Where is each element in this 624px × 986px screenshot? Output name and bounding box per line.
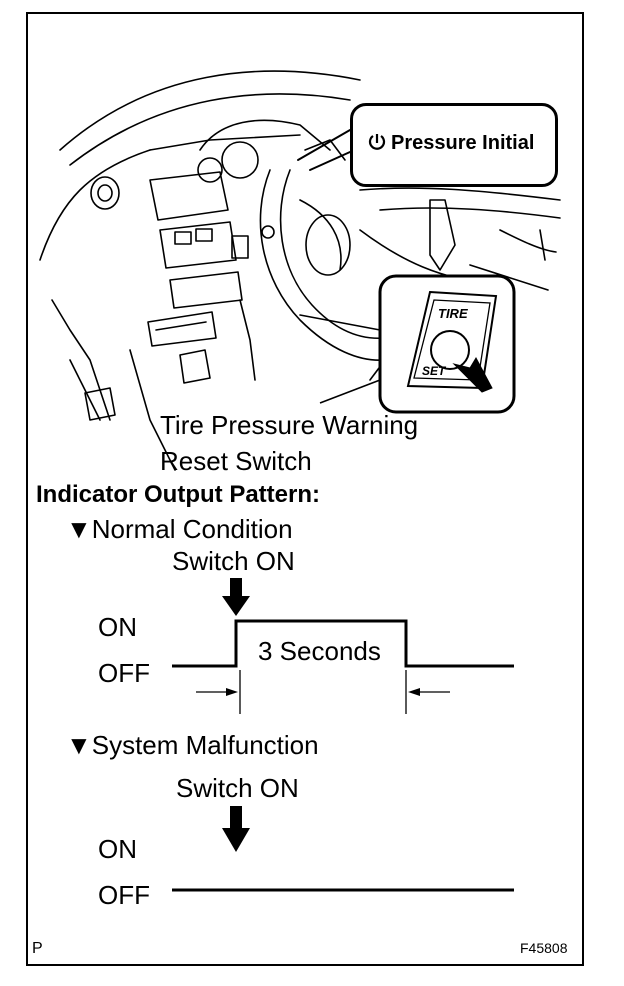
switch-set-label: SET [422, 364, 446, 378]
switch-press-arrow-icon [222, 578, 250, 616]
triangle-bullet-icon: ▼ [66, 514, 92, 544]
tpms-indicator-icon [368, 134, 386, 150]
pressure-initial-callout: Pressure Initial [350, 103, 558, 187]
normal-heading: ▼Normal Condition [66, 514, 293, 545]
malfunction-heading: ▼System Malfunction [66, 730, 319, 761]
normal-switch-label: Switch ON [172, 546, 295, 576]
triangle-bullet-icon: ▼ [66, 730, 92, 760]
switch-press-arrow-icon [222, 806, 250, 852]
normal-off-label: OFF [98, 658, 150, 688]
normal-waveform [172, 619, 514, 668]
malfunction-off-label: OFF [98, 880, 150, 910]
switch-tire-label: TIRE [438, 306, 468, 321]
normal-heading-text: Normal Condition [91, 514, 293, 544]
malfunction-on-label: ON [98, 834, 137, 864]
malfunction-heading-text: System Malfunction [91, 730, 319, 760]
callout-label: Pressure Initial [391, 132, 535, 154]
caption-line-1: Tire Pressure Warning [160, 410, 419, 440]
footer-left-label: P [32, 940, 43, 957]
malfunction-switch-label: Switch ON [176, 773, 299, 803]
normal-on-label: ON [98, 612, 137, 642]
caption-line-2: Reset Switch [160, 446, 312, 476]
section-title: Indicator Output Pattern: [36, 481, 320, 508]
duration-label: 3 Seconds [258, 636, 381, 666]
figure-id: F45808 [520, 940, 568, 956]
